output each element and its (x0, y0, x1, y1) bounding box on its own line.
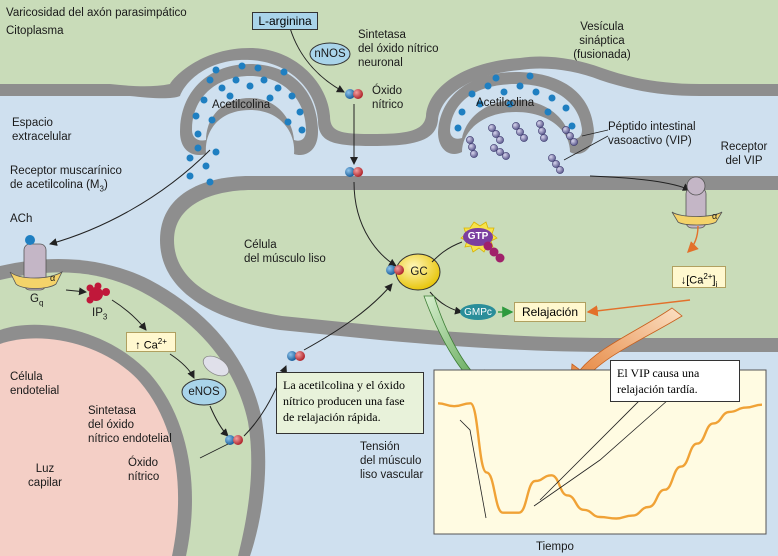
ip3-molecule (86, 282, 110, 304)
gmpc-label: GMPc (464, 307, 492, 318)
axon-cytoplasm (0, 0, 778, 134)
time-axis-label: Tiempo (536, 541, 574, 553)
gtp-phosphates (483, 241, 505, 263)
alpha-right: α (712, 211, 718, 221)
cytoplasm-label: Citoplasma (6, 25, 64, 37)
vip-receptor (671, 176, 723, 229)
enos-enzyme (181, 378, 227, 406)
enos-label: eNOS (188, 386, 220, 398)
gc-label: GC (410, 266, 428, 278)
nnos-enzyme (309, 42, 351, 66)
relaxation-box: Relajación (514, 302, 586, 322)
nitric-oxide-top (345, 89, 363, 99)
gq-label: Gq (30, 293, 44, 308)
l-arginine-box: L-arginina (252, 12, 318, 30)
ip3-label: IP3 (92, 307, 108, 322)
nitric-oxide-endo (225, 435, 243, 445)
nitric-oxide-cross (287, 351, 305, 361)
gmpc-pill (460, 304, 496, 320)
smooth-muscle-cytoplasm (174, 190, 778, 338)
nitric-oxide-mid (345, 167, 363, 177)
muscarinic-receptor (9, 235, 63, 291)
gtp-label: GTP (467, 231, 489, 242)
nitric-oxide-bound (386, 265, 404, 275)
acetylcholine-left-label: Acetilcolina (212, 99, 271, 111)
varicosity-label: Varicosidad del axón parasimpático (6, 7, 187, 19)
acetylcholine-right-label: Acetilcolina (476, 97, 535, 109)
calcium-vip-box: ↓[Ca2+]i (672, 266, 726, 289)
tension-curve (437, 402, 763, 520)
acetylcholine-dots-left (186, 62, 306, 186)
acetylcholine-dots-right (454, 72, 576, 132)
ach-short-label: ACh (10, 213, 33, 225)
calcium-endo-box: ↑ Ca2+ (126, 332, 176, 352)
alpha-left: α (50, 273, 56, 283)
nnos-label: nNOS (314, 48, 346, 60)
vip-peptides (466, 120, 578, 174)
